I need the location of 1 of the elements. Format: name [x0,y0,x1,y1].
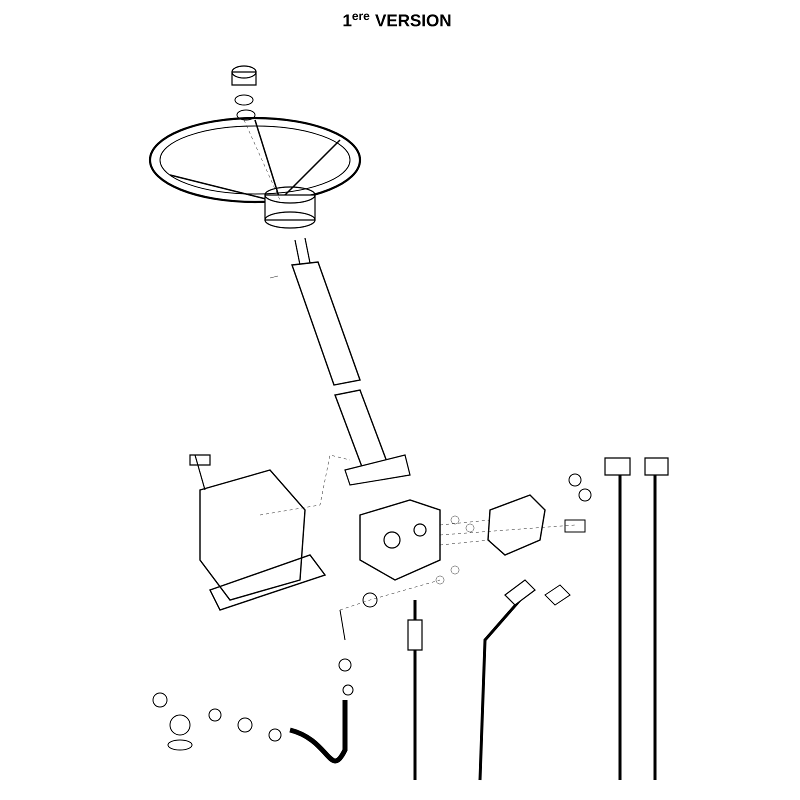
title: 1$^{ere}$ VERSION [344,14,450,26]
